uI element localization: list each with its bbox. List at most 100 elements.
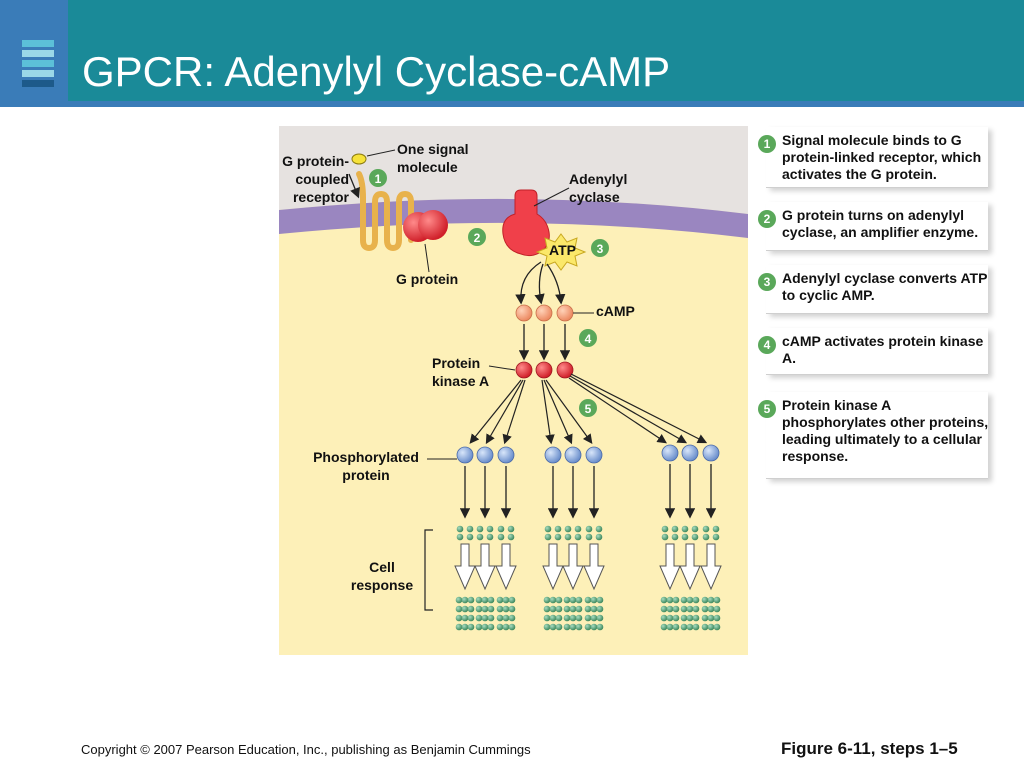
response-dot [467, 596, 475, 604]
response-dot [555, 605, 563, 613]
response-dot [461, 596, 469, 604]
header-stripe [68, 101, 1024, 107]
cell-response-arrow [659, 543, 681, 591]
response-dot [596, 614, 604, 622]
response-dot [496, 605, 504, 613]
response-dot [487, 614, 495, 622]
response-dot [707, 605, 715, 613]
response-dot [549, 614, 557, 622]
response-dot [461, 605, 469, 613]
response-dot [590, 605, 598, 613]
response-dot [543, 605, 551, 613]
protein-kinase-a-label: Protein kinase A [432, 355, 490, 389]
step-5-text: Protein kinase A phosphorylates other pr… [782, 397, 989, 464]
response-dot [692, 605, 700, 613]
response-dot [660, 605, 668, 613]
response-dot [466, 525, 474, 533]
diagram-step-badge-4 [579, 329, 597, 347]
cell-response-arrow [562, 543, 584, 591]
phosphorylated-protein-label: Phosphorylated protein [313, 449, 419, 483]
response-dot [672, 614, 680, 622]
response-dot [543, 623, 551, 631]
response-dot [701, 623, 709, 631]
response-dot [686, 614, 694, 622]
response-dot [569, 623, 577, 631]
response-dot [487, 596, 495, 604]
response-dot [661, 525, 669, 533]
response-dot [666, 623, 674, 631]
response-dot [555, 623, 563, 631]
response-dot [713, 605, 721, 613]
response-dot [554, 533, 562, 541]
step-2-card: 2 G protein turns on adenylyl cyclase, a… [758, 202, 988, 251]
response-dot [596, 596, 604, 604]
response-dot [461, 614, 469, 622]
response-dot [455, 614, 463, 622]
cell-response-arrow [454, 543, 476, 591]
response-dot [544, 533, 552, 541]
response-dot [574, 533, 582, 541]
response-dot [672, 596, 680, 604]
receptor-label: G protein- coupled receptor [282, 153, 349, 205]
response-dot [496, 614, 504, 622]
signal-molecule [351, 153, 367, 165]
response-dot [456, 533, 464, 541]
response-dot [701, 596, 709, 604]
protein-arrows [459, 464, 717, 519]
response-dot [563, 605, 571, 613]
response-dot [712, 533, 720, 541]
response-dot [713, 596, 721, 604]
response-dot [563, 596, 571, 604]
response-dot [671, 533, 679, 541]
response-dot [584, 614, 592, 622]
response-dot [507, 533, 515, 541]
response-dot [555, 596, 563, 604]
diagram-badge-3-label: 3 [596, 242, 604, 256]
response-dot [549, 596, 557, 604]
response-dot [502, 614, 510, 622]
response-dot [475, 605, 483, 613]
signal-molecule-label: One signal molecule [397, 141, 469, 175]
response-dot [475, 596, 483, 604]
response-dot [671, 525, 679, 533]
response-dot [672, 623, 680, 631]
response-dot [466, 533, 474, 541]
cell-response-arrow [679, 543, 701, 591]
response-dot [575, 605, 583, 613]
response-dot [680, 605, 688, 613]
response-dot [584, 596, 592, 604]
slide-title: GPCR: Adenylyl Cyclase-cAMP [82, 48, 671, 95]
extracellular-space [279, 126, 748, 214]
diagram-badge-2-label: 2 [473, 231, 481, 245]
step-3-badge: 3 [758, 273, 776, 291]
step-4-card: 4 cAMP activates protein kinase A. [758, 328, 988, 375]
response-dot [590, 596, 598, 604]
diagram-step-badge-3 [591, 239, 609, 257]
response-dot [680, 623, 688, 631]
response-dot [584, 623, 592, 631]
response-dot [508, 605, 516, 613]
response-dot [496, 623, 504, 631]
response-dot [487, 623, 495, 631]
response-dot [508, 596, 516, 604]
response-dot [691, 525, 699, 533]
response-dot [712, 525, 720, 533]
response-dot [467, 623, 475, 631]
response-dot [487, 605, 495, 613]
response-dot [461, 623, 469, 631]
response-dot [569, 614, 577, 622]
response-dot [691, 533, 699, 541]
response-dot [497, 533, 505, 541]
diagram-badge-4-label: 4 [584, 332, 592, 346]
phosphorylated-proteins [456, 444, 720, 464]
response-dot [584, 605, 592, 613]
response-dot [569, 605, 577, 613]
response-dot [666, 596, 674, 604]
response-dot [595, 525, 603, 533]
cell-response-clusters [454, 525, 722, 631]
atp-burst [535, 233, 587, 271]
response-dot [549, 623, 557, 631]
response-dot [595, 533, 603, 541]
response-dot [680, 596, 688, 604]
response-dot [486, 525, 494, 533]
